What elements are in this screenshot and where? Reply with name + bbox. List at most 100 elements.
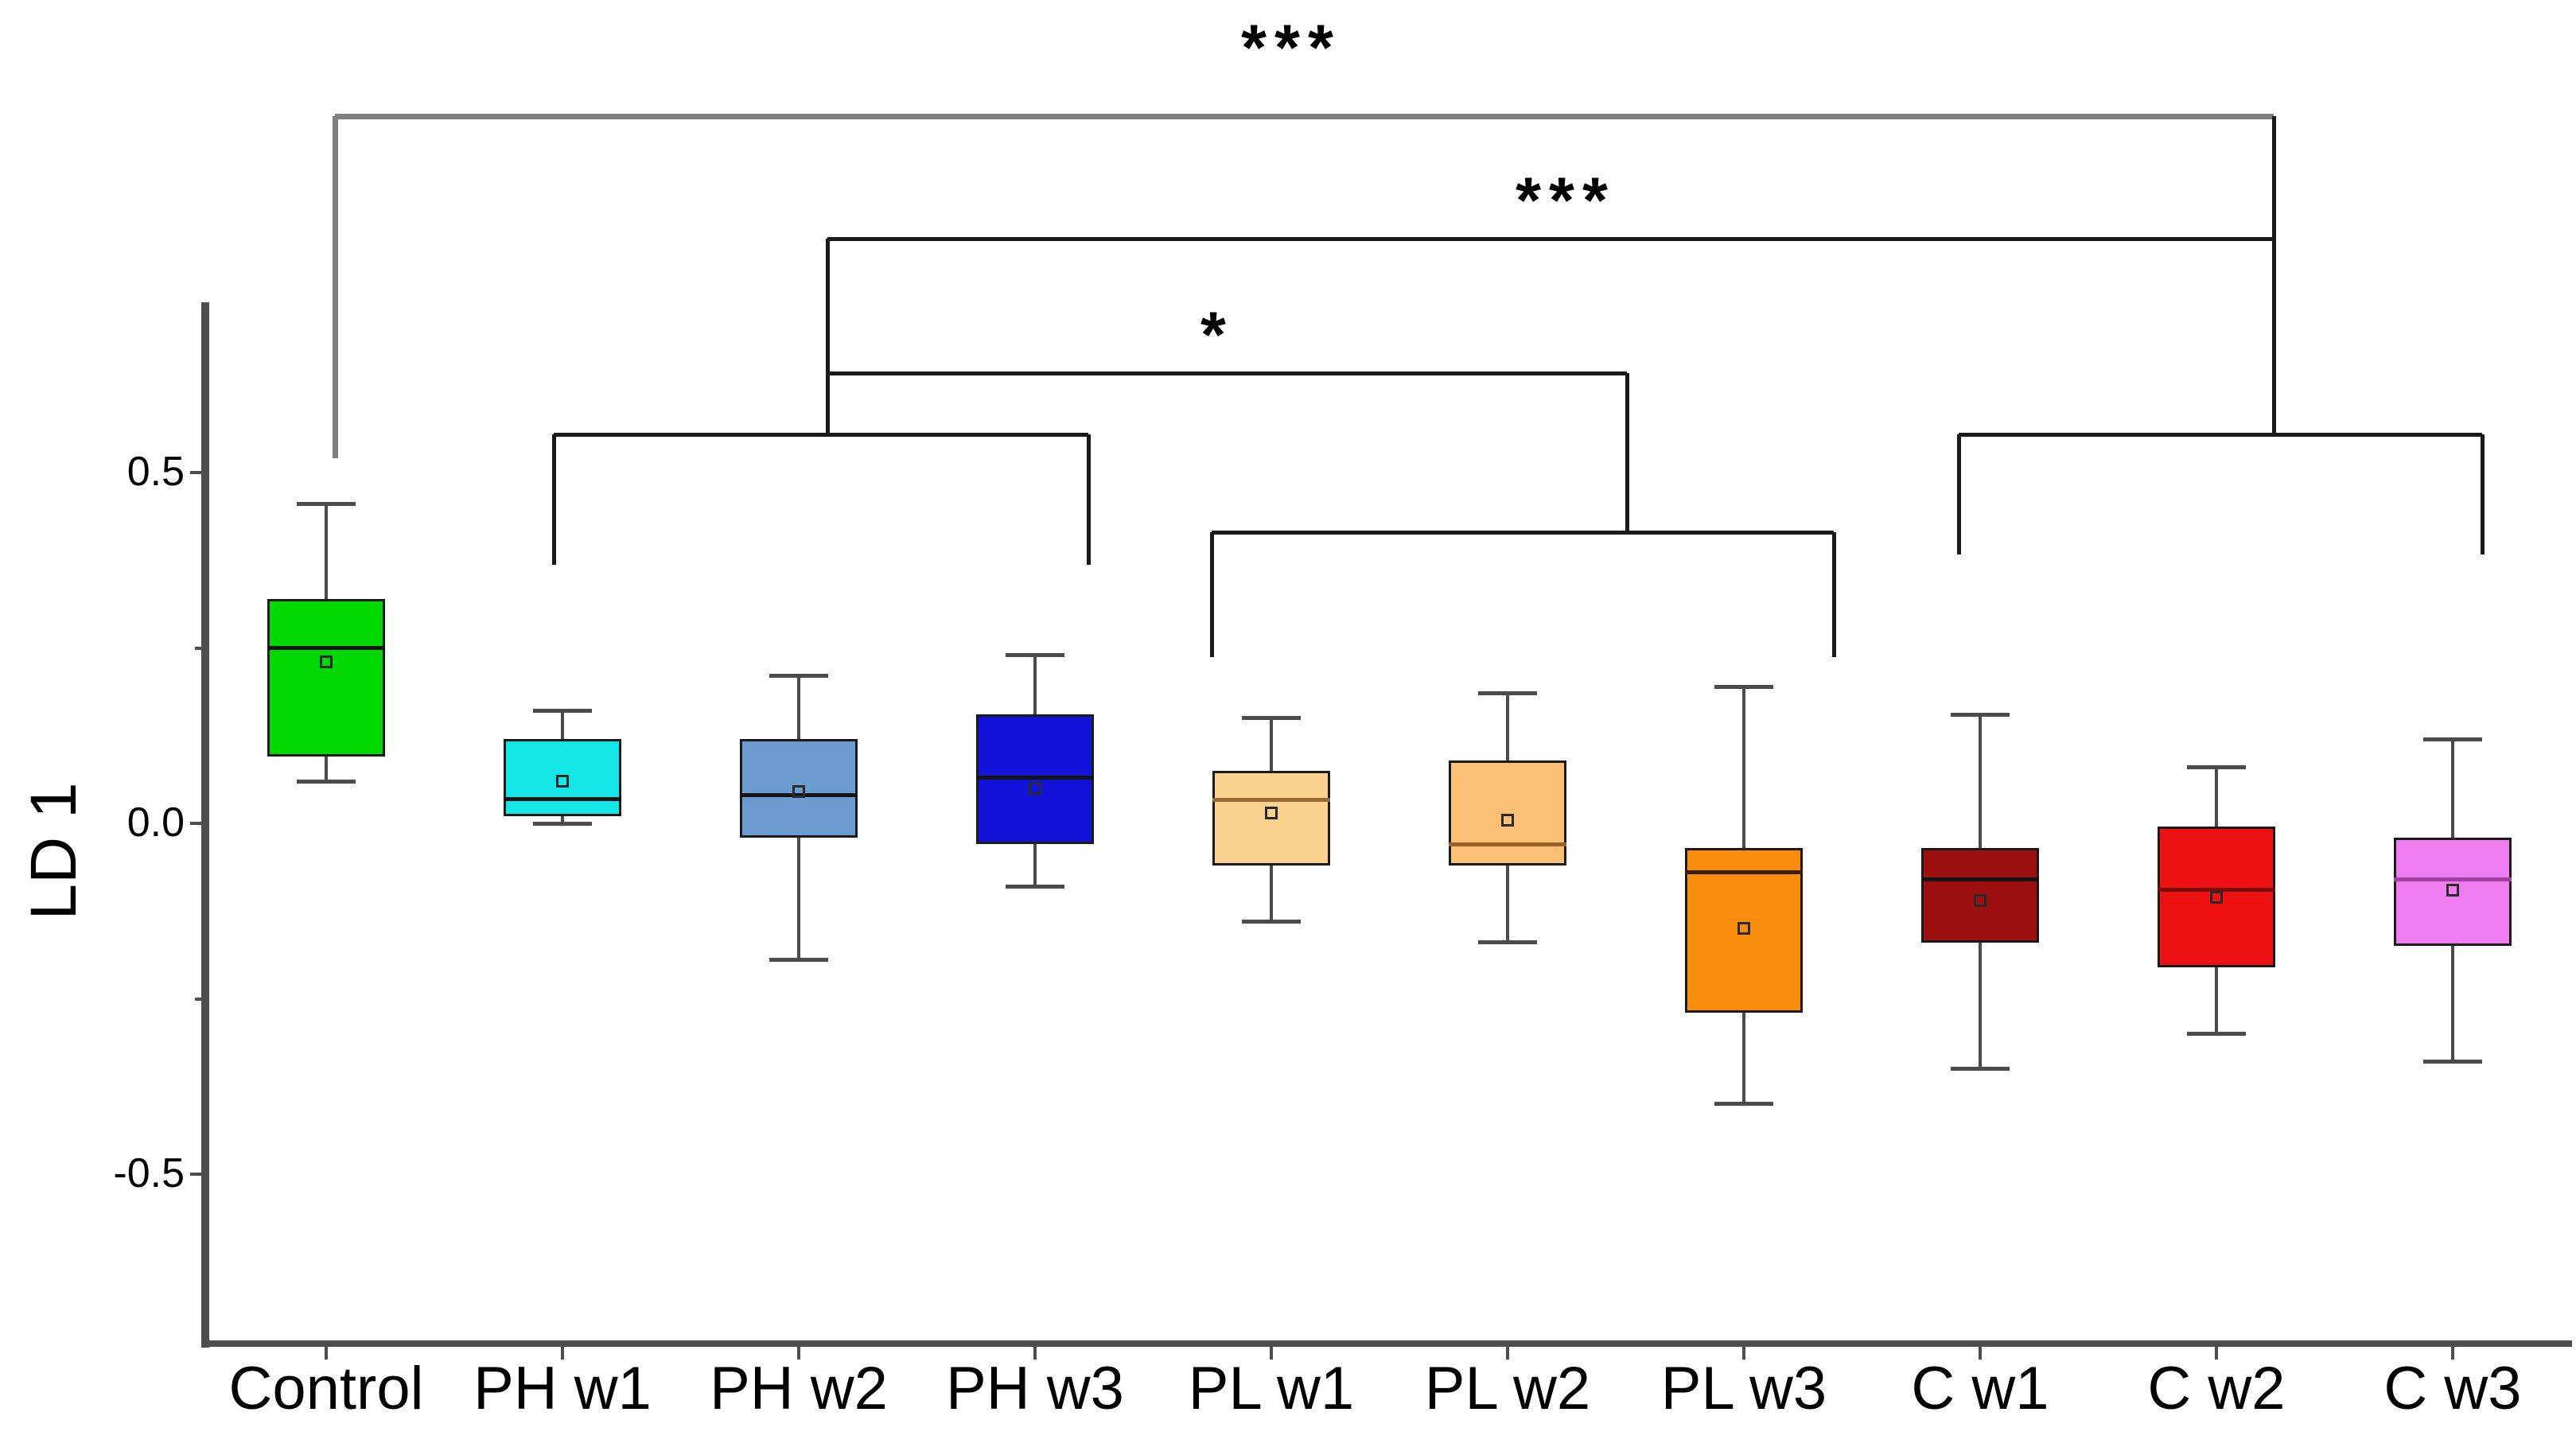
bracket-segment xyxy=(2480,434,2485,554)
whisker-lower-line xyxy=(1979,942,1982,1069)
whisker-lower-line xyxy=(2215,967,2218,1034)
x-tick xyxy=(2451,1347,2454,1360)
whisker-cap-bottom xyxy=(1478,940,1537,945)
whisker-upper-line xyxy=(2215,767,2218,827)
whisker-cap-top xyxy=(1714,684,1773,689)
median-line xyxy=(1921,877,2039,882)
whisker-upper-line xyxy=(1506,693,1509,761)
bracket-segment xyxy=(1212,530,1834,535)
whisker-lower-line xyxy=(1033,844,1037,887)
median-line xyxy=(1449,842,1566,846)
whisker-cap-bottom xyxy=(1951,1067,2010,1072)
y-tick-label: -0.5 xyxy=(113,1150,185,1196)
whisker-cap-top xyxy=(297,502,356,507)
whisker-upper-line xyxy=(797,675,800,740)
bracket-segment xyxy=(827,371,1627,375)
y-tick-label: 0.0 xyxy=(126,799,185,846)
bracket-segment xyxy=(827,236,2274,241)
whisker-cap-bottom xyxy=(769,958,828,963)
x-tick xyxy=(1979,1347,1982,1360)
x-tick xyxy=(2215,1347,2218,1360)
median-line xyxy=(1685,870,1803,875)
whisker-upper-line xyxy=(325,504,328,599)
bracket-segment xyxy=(335,113,2274,119)
whisker-cap-top xyxy=(1951,712,2010,717)
whisker-lower-line xyxy=(1742,1013,1745,1104)
bracket-segment xyxy=(825,239,830,434)
x-tick xyxy=(1506,1347,1509,1360)
y-major-tick xyxy=(190,822,202,825)
whisker-upper-line xyxy=(1270,718,1273,771)
y-tick-label: 0.5 xyxy=(126,449,185,495)
whisker-cap-top xyxy=(1242,716,1301,721)
x-tick xyxy=(1742,1347,1745,1360)
y-major-tick xyxy=(190,471,202,474)
bracket-segment xyxy=(2271,116,2276,434)
mean-marker xyxy=(1737,922,1750,936)
median-line xyxy=(2394,877,2512,882)
whisker-upper-line xyxy=(1033,655,1037,715)
significance-label: *** xyxy=(1516,165,1616,237)
x-tick xyxy=(1033,1347,1037,1360)
whisker-upper-line xyxy=(2451,739,2454,838)
box-c-w2 xyxy=(2158,827,2275,967)
x-category-label: PH w2 xyxy=(710,1355,888,1422)
y-major-tick xyxy=(190,1173,202,1176)
whisker-upper-line xyxy=(1742,687,1745,848)
median-line xyxy=(504,796,621,801)
box-pl-w2 xyxy=(1449,760,1566,866)
box-ph-w1 xyxy=(504,739,621,817)
whisker-cap-bottom xyxy=(297,779,356,784)
mean-marker xyxy=(2446,883,2459,897)
median-line xyxy=(976,776,1094,780)
bracket-segment xyxy=(1956,434,1961,554)
median-line xyxy=(2158,888,2275,893)
box-pl-w3 xyxy=(1685,847,1803,1013)
whisker-cap-top xyxy=(769,674,828,679)
whisker-cap-bottom xyxy=(1714,1102,1773,1107)
significance-label: *** xyxy=(1241,12,1341,84)
mean-marker xyxy=(1974,894,1986,908)
whisker-cap-bottom xyxy=(2423,1060,2482,1064)
whisker-cap-top xyxy=(2423,737,2482,741)
median-line xyxy=(740,793,858,798)
mean-marker xyxy=(556,775,569,788)
whisker-cap-bottom xyxy=(533,821,592,826)
box-c-w1 xyxy=(1921,847,2039,943)
bracket-segment xyxy=(1209,532,1214,657)
x-axis-line xyxy=(201,1340,2572,1347)
whisker-lower-line xyxy=(2451,946,2454,1062)
whisker-upper-line xyxy=(561,710,564,740)
bracket-segment xyxy=(551,434,556,565)
box-c-w3 xyxy=(2394,837,2512,947)
mean-marker xyxy=(2210,890,2223,904)
y-minor-tick xyxy=(195,646,202,650)
x-category-label: C w2 xyxy=(2147,1355,2286,1422)
bracket-segment xyxy=(1086,434,1091,565)
x-category-label: C w1 xyxy=(1911,1355,2049,1422)
y-minor-tick xyxy=(195,997,202,1001)
whisker-lower-line xyxy=(561,816,564,823)
significance-label: * xyxy=(1200,299,1234,372)
x-tick xyxy=(561,1347,564,1360)
mean-marker xyxy=(1265,806,1278,819)
whisker-cap-bottom xyxy=(1242,919,1301,924)
x-category-label: C w3 xyxy=(2383,1355,2522,1422)
whisker-lower-line xyxy=(797,837,800,960)
whisker-cap-top xyxy=(1006,652,1064,657)
bracket-segment xyxy=(1831,532,1836,657)
whisker-lower-line xyxy=(325,757,328,782)
mean-marker xyxy=(792,785,805,799)
bracket-segment xyxy=(554,432,1088,437)
x-category-label: PL w3 xyxy=(1660,1355,1827,1422)
x-category-label: PL w2 xyxy=(1424,1355,1591,1422)
box-ph-w2 xyxy=(740,739,858,838)
x-category-label: Control xyxy=(228,1355,424,1422)
x-category-label: PH w1 xyxy=(473,1355,652,1422)
bracket-segment xyxy=(1625,373,1629,532)
mean-marker xyxy=(320,655,333,669)
whisker-cap-top xyxy=(1478,691,1537,696)
whisker-lower-line xyxy=(1270,865,1273,922)
